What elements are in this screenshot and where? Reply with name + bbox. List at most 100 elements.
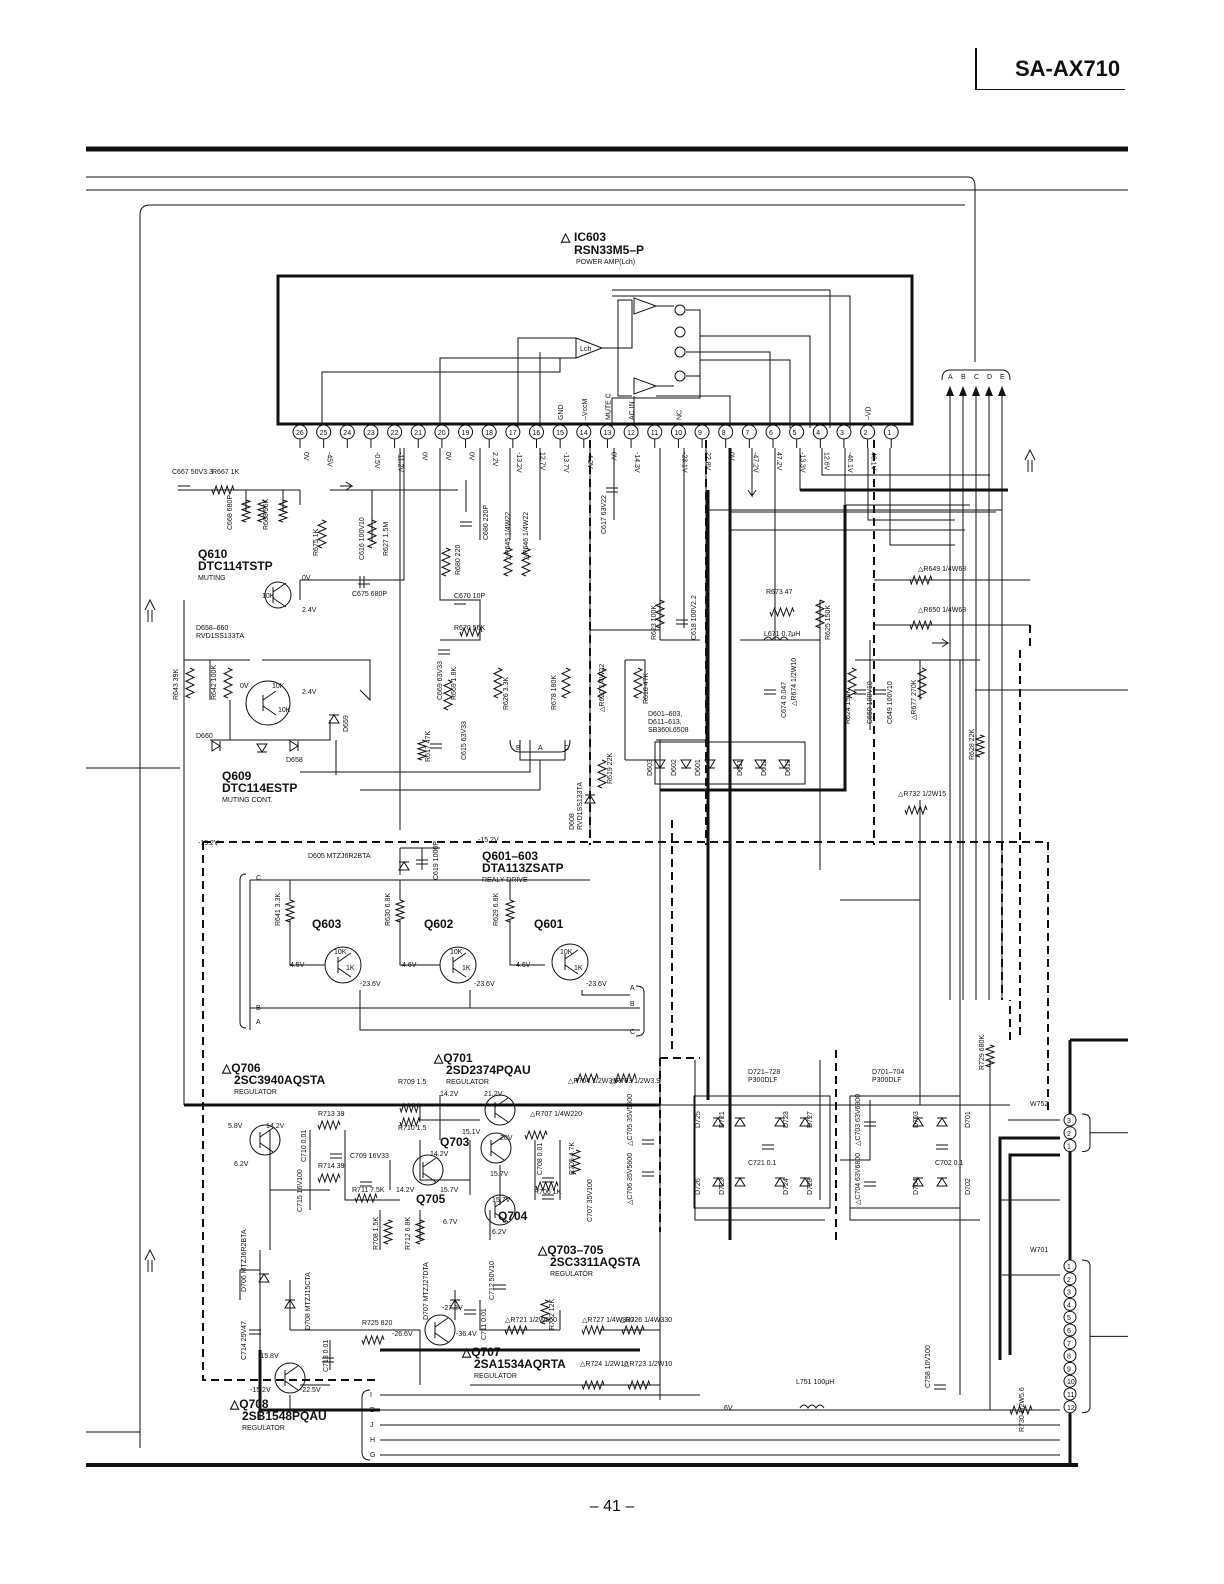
resistor-icon	[520, 547, 532, 577]
part-label-r710: R710 1.5	[398, 1125, 427, 1132]
transistor-ref: Q705	[416, 1192, 446, 1206]
part-label-c619: C619 1000P	[433, 841, 440, 880]
ic603-box	[276, 274, 914, 426]
ic603-internal-circuit: Lch	[321, 289, 851, 428]
bus-bracket	[635, 985, 645, 1037]
ic-pin-voltage: 12.6V	[822, 452, 829, 471]
resistor-icon	[627, 1379, 651, 1391]
ic-pin-number: 16	[533, 430, 541, 437]
connector-pin-w701	[1063, 1349, 1077, 1363]
diode-icon	[398, 861, 410, 871]
capacitor-icon	[322, 1357, 334, 1363]
diode-ref: D701	[965, 1111, 972, 1128]
ic-pin-number: 13	[603, 430, 611, 437]
part-label-r668: R668 56K	[263, 499, 270, 530]
signal-wire	[229, 700, 290, 741]
ic-pin-number: 11	[651, 430, 658, 437]
bus-letter-B: B	[961, 374, 966, 381]
ic-pin-voltage: 0V	[302, 452, 309, 461]
diode-icon	[289, 740, 299, 752]
part-label-r645: △R645 1/4W22	[505, 512, 512, 560]
transistor-ref: △Q703–705	[537, 1243, 604, 1257]
ic-pin-number: 17	[509, 430, 517, 437]
resistor-icon	[440, 547, 452, 577]
voltage-label: 0V	[302, 575, 311, 582]
part-label-r703: △R703 1/2W3.9	[610, 1078, 660, 1085]
signal-wire	[625, 659, 646, 700]
diode-ref: D611–613,	[648, 719, 682, 726]
signal-wire	[889, 448, 955, 546]
ic603-warning-icon: △	[560, 230, 571, 244]
part-label-r642: R642 100K	[211, 665, 218, 700]
voltage-label: 4.5V	[290, 962, 305, 969]
bus-ref-B: B	[516, 745, 521, 752]
diode-icon	[936, 1117, 948, 1127]
diode-ref: D724	[783, 1178, 790, 1195]
part-label-r708: R708 1.5K	[373, 1217, 380, 1250]
transistor-icon	[484, 1094, 516, 1126]
part-label-c615: C615 63V33	[461, 721, 468, 760]
ground-line	[202, 842, 380, 1381]
signal-wire	[300, 448, 405, 581]
bus-arrow-icon	[998, 386, 1006, 396]
signal-wire	[419, 1105, 480, 1121]
ic-internal-wire	[700, 335, 811, 428]
capacitor-icon	[934, 1384, 946, 1390]
ic-pin-number: 12	[627, 430, 635, 437]
resistor-icon	[974, 734, 986, 758]
ic-pin-number: 14	[580, 430, 588, 437]
resistor-icon	[984, 1044, 996, 1068]
capacitor-icon	[460, 521, 472, 527]
bus-ref-I: I	[370, 1392, 372, 1399]
capacitor-icon	[430, 743, 442, 749]
ic-internal-wire	[602, 300, 633, 349]
resistor-icon	[284, 899, 296, 923]
diode-ref: D608	[569, 813, 576, 830]
diode-ref: D601	[695, 759, 702, 776]
signal-wire	[656, 448, 707, 741]
resistor-network-label: 10K	[272, 683, 285, 690]
voltage-label: 6.2V	[234, 1161, 249, 1168]
transistor-symbol	[284, 1365, 299, 1391]
part-label-c649: C649 100V10	[887, 681, 894, 724]
part-label-c705: △C705 35V5600	[627, 1094, 634, 1146]
bus-arrow-icon	[959, 386, 967, 396]
diode-icon	[936, 1177, 948, 1187]
connector-pin-w701	[1063, 1259, 1077, 1273]
bus-arrow-icon	[972, 386, 980, 396]
part-label-r714: R714 39	[318, 1163, 345, 1170]
diode-ref: D701–704	[872, 1069, 904, 1076]
wiring-layer	[183, 396, 1128, 1465]
diode-icon	[774, 1177, 786, 1187]
part-label-r725: R725 820	[362, 1320, 392, 1327]
transistor-ref: △Q707	[461, 1345, 501, 1359]
capacitor-icon	[359, 576, 365, 588]
voltage-label: 2.4V	[302, 607, 317, 614]
part-label-c706: △C706 35V5600	[627, 1153, 634, 1205]
part-label-r618: R618 47K	[643, 673, 650, 704]
signal-wire	[581, 990, 630, 996]
left-boundary-wire	[139, 204, 965, 1448]
resistor-icon	[394, 899, 406, 923]
capacitor-icon	[606, 487, 618, 493]
capacitor-icon	[864, 1121, 876, 1127]
voltage-label: -15.2V	[478, 837, 499, 844]
diode-ref: D613	[785, 759, 792, 776]
diode-ref: D702	[965, 1178, 972, 1195]
diode-icon	[449, 1299, 461, 1309]
resistor-network-label: 10K	[450, 949, 463, 956]
resistor-icon	[535, 1180, 559, 1192]
ic-pin-number: 25	[320, 430, 328, 437]
resistor-icon	[1009, 1404, 1033, 1416]
op-amp-triangle	[633, 377, 658, 395]
transistor-desc: REGULATOR	[474, 1373, 517, 1380]
transistor-symbol	[490, 1135, 505, 1161]
bus-bracket	[509, 739, 571, 753]
resistor-icon	[769, 606, 795, 618]
bus-ref-B: B	[630, 1001, 635, 1008]
diode-icon	[774, 1117, 786, 1127]
voltage-label: 15.7V	[492, 1197, 511, 1204]
part-label-c680: C680 220P	[483, 505, 490, 540]
voltage-label: 6.2V	[492, 1229, 507, 1236]
